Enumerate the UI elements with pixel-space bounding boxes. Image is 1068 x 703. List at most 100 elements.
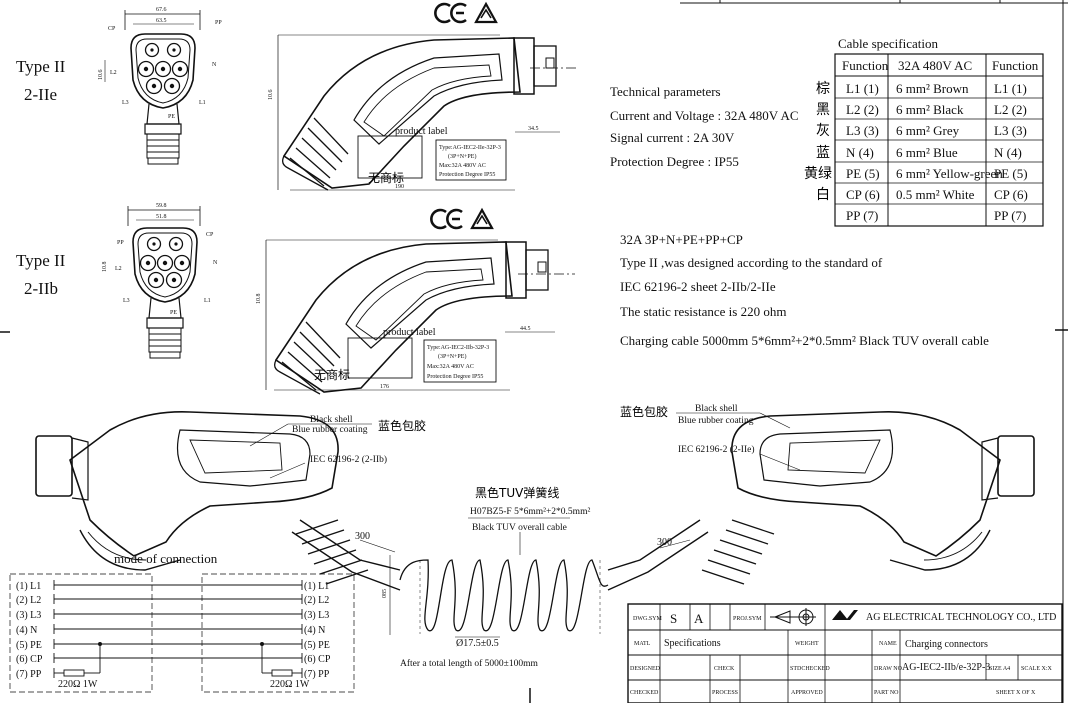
tb-process: PROCESS: [712, 690, 738, 696]
no-brand-iie: 无商标: [368, 170, 404, 185]
label-title-iie: product label: [395, 126, 448, 137]
spec-row-f1: PP (7): [846, 208, 878, 223]
conn-right: (7) PP: [304, 669, 330, 680]
label-box-iie: [435, 139, 507, 181]
pin-label-l1-iib: L1: [204, 298, 211, 304]
note-line-4: The static resistance is 220 ohm: [620, 304, 786, 319]
spec-header-function-right: Function: [992, 58, 1039, 73]
right-black-shell: Black shell: [695, 404, 738, 414]
left-blue-cn: 蓝色包胶: [378, 418, 426, 433]
type-iie-section: Type II 2-IIe 67.6 63.5 10.6 CP PP L2 N …: [16, 2, 578, 191]
right-iec-label: IEC 62196-2 (2-IIe): [678, 444, 755, 455]
label-line-3-iie: Max:32A 480V AC: [439, 163, 486, 169]
conn-right: (6) CP: [304, 654, 331, 665]
assembly-drawing: 085 300 300 Ø17.5±0.5 After a total leng…: [35, 404, 1035, 669]
spec-row-f2: PE (5): [994, 166, 1028, 181]
type-iib-title: Type II: [16, 251, 66, 270]
label-line-1-iie: Type:AG-IEC2-IIe-32P-3: [439, 145, 501, 151]
tech-signal: Signal current : 2A 30V: [610, 130, 735, 145]
spec-row-cable: 6 mm² Blue: [896, 145, 958, 160]
spec-row-f1: L3 (3): [846, 123, 879, 138]
coiled-cable: [399, 559, 609, 634]
tb-approved: APPROVED: [791, 690, 823, 696]
title-block: DWG.SYM S A PROJ.SYM AG ELECTRICAL TECHN…: [627, 603, 1063, 703]
conn-left: (5) PE: [16, 640, 42, 651]
no-brand-iib: 无商标: [314, 367, 350, 382]
dim-inner-iib: 51.8: [156, 214, 167, 220]
cable-code: H07BZ5-F 5*6mm²+2*0.5mm²: [470, 507, 590, 517]
spec-row-cn: 黑: [816, 102, 830, 118]
spec-row-cable: 6 mm² Grey: [896, 123, 960, 138]
conn-right: (1) L1: [304, 581, 329, 592]
spec-header-rating: 32A 480V AC: [898, 58, 972, 73]
tb-part-no: PART NO: [874, 690, 899, 696]
pin-label-pe: PE: [168, 114, 175, 120]
tb-name-label: NAME: [879, 641, 897, 647]
spec-row-cn: 黄绿: [804, 165, 832, 182]
resistor-left: 220Ω 1W: [58, 679, 98, 690]
spec-row-f2: L3 (3): [994, 123, 1027, 138]
pin-label-pp: PP: [215, 20, 222, 26]
conn-left: (7) PP: [16, 669, 42, 680]
left-blue-coating: Blue rubber coating: [292, 425, 368, 435]
length-right: 300: [657, 537, 672, 548]
tb-matl: MATL: [634, 641, 651, 647]
tb-weight: WEIGHT: [795, 641, 819, 647]
total-length: After a total length of 5000±100mm: [400, 658, 539, 669]
spec-row-f1: L2 (2): [846, 102, 879, 117]
notes: 32A 3P+N+PE+PP+CP Type II ,was designed …: [620, 232, 989, 348]
note-line-2: Type II ,was designed according to the s…: [620, 255, 883, 270]
coil-height: 085: [382, 589, 388, 598]
spec-row-f1: PE (5): [846, 166, 880, 181]
plug-face-iib: [132, 227, 198, 359]
pin-label-pe-iib: PE: [170, 310, 177, 316]
label-line-2-iib: (3P+N+PE): [438, 353, 466, 360]
conn-left: (3) L3: [16, 610, 41, 621]
label-title-iib: product label: [383, 327, 436, 338]
cable-spec-table: Cable specification Function 32A 480V AC…: [804, 36, 1044, 227]
spec-row-cable: 6 mm² Yellow-green: [896, 166, 1003, 181]
dim-pin-iib: 44.5: [520, 326, 531, 332]
spec-header-function-left: Function: [842, 58, 889, 73]
dim-inner-iie: 63.5: [156, 18, 167, 24]
conn-right: (2) L2: [304, 595, 329, 606]
right-blue-coating: Blue rubber coating: [678, 416, 754, 426]
tb-company: AG ELECTRICAL TECHNOLOGY CO., LTD: [866, 612, 1056, 623]
pin-label-l3-iib: L3: [123, 298, 130, 304]
label-box-iib: [423, 339, 497, 383]
tb-check: CHECK: [714, 666, 735, 672]
type-iie-subtitle: 2-IIe: [24, 85, 57, 104]
spec-row-f1: L1 (1): [846, 81, 879, 96]
spec-row-f1: N (4): [846, 145, 874, 160]
tb-draw-value: AG-IEC2-IIb/e-32P-3: [902, 662, 990, 673]
note-line-5: Charging cable 5000mm 5*6mm²+2*0.5mm² Bl…: [620, 333, 989, 348]
label-blank-iie: [357, 135, 423, 179]
pin-label-cp: CP: [108, 26, 116, 32]
pin-label-n-iib: N: [213, 260, 218, 266]
pin-label-l2-iib: L2: [115, 266, 122, 272]
left-iec-label: IEC 62196-2 (2-IIb): [310, 454, 387, 465]
connection-title: mode of connection: [114, 551, 218, 566]
spec-row-f2: L2 (2): [994, 102, 1027, 117]
dim-len-iie: 190: [395, 184, 404, 190]
pin-label-l2: L2: [110, 70, 117, 76]
tb-sheet: SHEET X OF X: [996, 690, 1036, 696]
spec-row-cn: 蓝: [816, 145, 830, 161]
spec-row-f2: N (4): [994, 145, 1022, 160]
note-line-1: 32A 3P+N+PE+PP+CP: [620, 232, 743, 247]
left-black-shell: Black shell: [310, 415, 353, 425]
type-iib-section: Type II 2-IIb 59.8 51.8 10.8 PP CP L2 N …: [16, 203, 575, 395]
plug-right-iso: [701, 411, 1035, 585]
spec-row-cn: 白: [816, 187, 830, 203]
spec-title: Cable specification: [838, 36, 938, 51]
cable-cn: 黑色TUV弹簧线: [475, 485, 559, 500]
label-line-2-iie: (3P+N+PE): [448, 153, 476, 160]
spec-row-f2: L1 (1): [994, 81, 1027, 96]
dim-len-iib: 176: [380, 384, 389, 390]
conn-right: (4) N: [304, 625, 325, 636]
tb-proj-sym: PROJ.SYM: [733, 616, 762, 622]
projection-symbol-icon: [770, 608, 816, 626]
tb-spec: Specifications: [664, 638, 721, 649]
dim-width-iie: 67.6: [156, 7, 167, 13]
